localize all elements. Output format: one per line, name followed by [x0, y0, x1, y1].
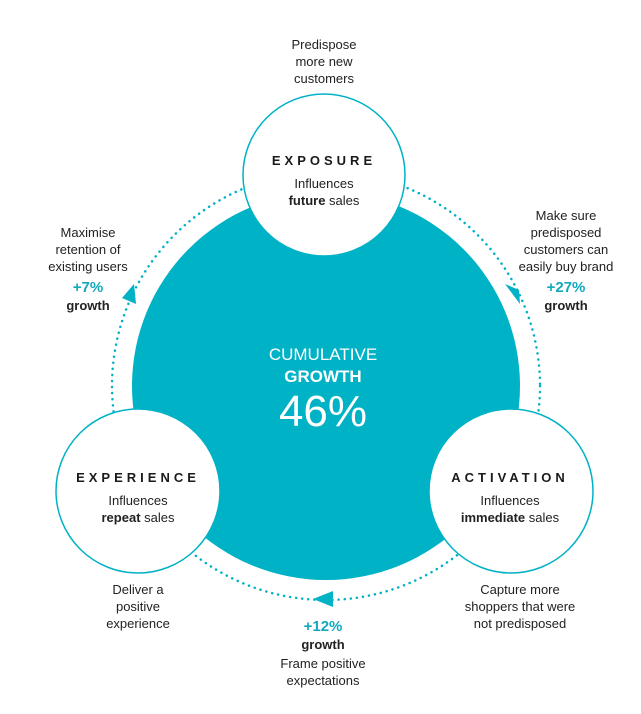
note-line: more new — [295, 54, 353, 69]
influence-bold: immediate — [460, 510, 526, 525]
desc-line: Frame positive — [280, 656, 366, 671]
note-line: Capture more — [480, 582, 560, 597]
experience-note: Deliver a positive experience — [106, 581, 170, 632]
desc-line: retention of — [55, 242, 121, 257]
arrow-down-icon — [505, 284, 520, 304]
influence-line: future sales — [272, 192, 376, 209]
influence-line: repeat sales — [76, 509, 200, 526]
activation-circle — [428, 408, 594, 574]
activation-note: Capture more shoppers that were not pred… — [465, 581, 576, 632]
note-line: customers — [294, 71, 354, 86]
arrow-left-icon — [313, 591, 333, 607]
desc-line: predisposed — [530, 225, 602, 240]
desc-line: expectations — [286, 673, 360, 688]
influences-text: Influences — [108, 493, 168, 508]
influences-text: Influences — [294, 176, 354, 191]
growth-percent: +7% — [72, 279, 104, 296]
exposure-label: EXPOSURE Influences future sales — [272, 152, 376, 209]
note-line: experience — [106, 616, 170, 631]
desc-line: Make sure — [535, 208, 597, 223]
note-line: not predisposed — [473, 616, 567, 631]
growth-label: GROWTH — [284, 367, 362, 386]
influence-bold: future — [288, 193, 326, 208]
experience-label: EXPERIENCE Influences repeat sales — [76, 469, 200, 526]
experience-circle — [55, 408, 221, 574]
activation-label: ACTIVATION Influences immediate sales — [451, 469, 569, 526]
cumulative-growth-circle — [132, 192, 520, 580]
left-transition: Maximise retention of existing users +7%… — [48, 224, 127, 314]
influence-line: immediate sales — [451, 509, 569, 526]
growth-label: growth — [301, 637, 345, 652]
influence-rest: sales — [525, 510, 560, 525]
exposure-title: EXPOSURE — [271, 153, 377, 168]
influence-bold: repeat — [101, 510, 141, 525]
arrow-up-icon — [122, 284, 136, 304]
growth-label: growth — [66, 298, 110, 313]
cumulative-label: CUMULATIVE — [268, 345, 378, 364]
right-transition: Make sure predisposed customers can easi… — [519, 207, 614, 314]
note-line: positive — [115, 599, 161, 614]
influences-text: Influences — [480, 493, 540, 508]
note-line: shoppers that were — [464, 599, 576, 614]
activation-title: ACTIVATION — [451, 470, 569, 485]
exposure-note: Predispose more new customers — [291, 36, 356, 87]
note-line: Deliver a — [112, 582, 164, 597]
desc-line: easily buy brand — [518, 259, 614, 274]
experience-title: EXPERIENCE — [76, 470, 200, 485]
desc-line: customers can — [523, 242, 609, 257]
exposure-circle — [242, 93, 406, 257]
influence-rest: sales — [325, 193, 360, 208]
desc-line: Maximise — [60, 225, 116, 240]
growth-label: growth — [544, 298, 588, 313]
bottom-transition: +12% growth Frame positive expectations — [280, 618, 365, 689]
growth-percent: +27% — [546, 279, 586, 296]
desc-line: existing users — [48, 259, 128, 274]
influence-rest: sales — [140, 510, 175, 525]
growth-percent: +12% — [303, 618, 343, 635]
note-line: Predispose — [291, 37, 357, 52]
cumulative-growth-value: 46% — [278, 387, 368, 436]
